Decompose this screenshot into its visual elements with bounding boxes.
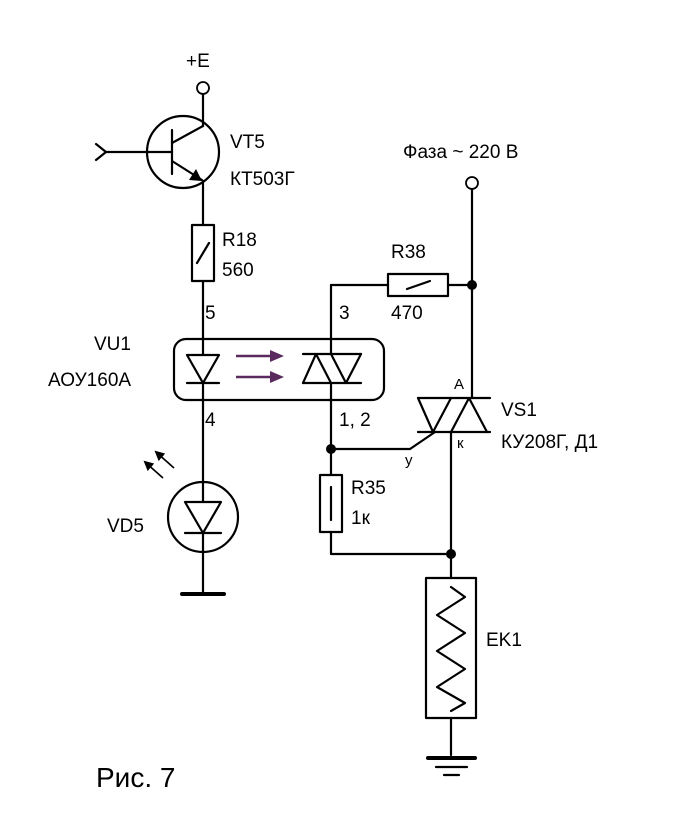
wire-r35-load [329,530,453,556]
r35-ref: R35 [351,478,386,499]
vu1-ref: VU1 [94,334,131,355]
transistor-vt5 [94,114,221,190]
r35-value: 1к [351,508,370,529]
vs1-cathode-label: к [457,435,464,452]
r18-value: 560 [222,260,254,281]
heater-ek1 [424,576,478,720]
vt5-type: КТ503Г [230,169,295,190]
r18-ref: R18 [222,230,257,251]
vd5-ref: VD5 [107,516,144,537]
r38-ref: R38 [391,242,426,263]
vu1-pin-1-2: 1, 2 [339,410,371,431]
resistor-r18 [190,223,216,283]
triac-vs1 [408,396,492,556]
vu1-pin-4: 4 [205,410,216,431]
vs1-gate-label: у [405,452,413,469]
ground-symbol [426,756,477,777]
vs1-anode-label: А [454,376,465,393]
photodiode-vd5 [143,450,240,554]
resistor-r38 [386,272,450,298]
optocoupler-vu1-body [172,337,386,402]
phase-terminal [465,176,479,190]
supply-label: +E [186,51,210,72]
optocoupler-triac [301,283,363,451]
optocoupler-led [185,337,221,402]
vu1-pin-3: 3 [339,303,350,324]
vs1-type: КУ208Г, Д1 [501,432,599,453]
vu1-pin-5: 5 [205,303,216,324]
vt5-ref: VT5 [230,132,265,153]
vs1-ref: VS1 [501,400,537,421]
phase-label: Фаза ~ 220 В [403,142,519,163]
r38-value: 470 [391,303,423,324]
vu1-type: АОУ160А [48,370,132,391]
ek1-ref: EK1 [486,630,522,651]
optocoupler-light-arrows [236,350,284,383]
resistor-r35 [318,473,344,534]
supply-terminal [196,81,210,95]
figure-caption: Рис. 7 [96,762,176,793]
